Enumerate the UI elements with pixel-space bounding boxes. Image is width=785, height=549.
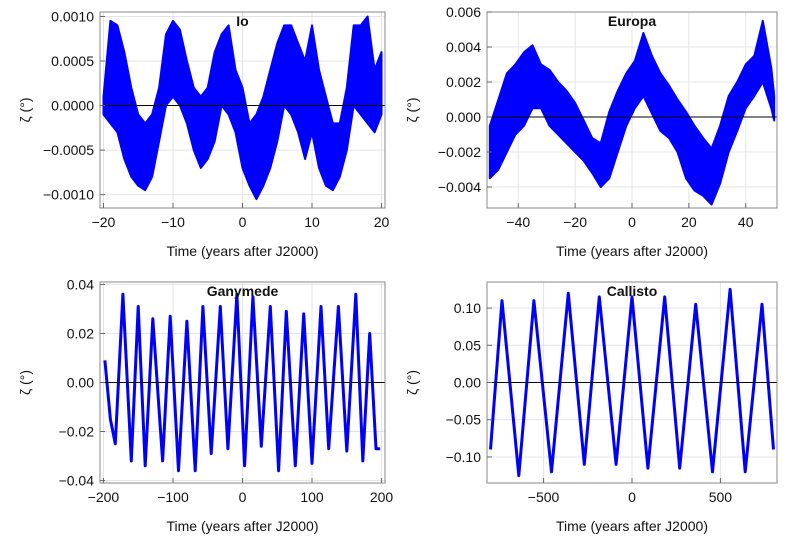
ganymede-xlabel: Time (years after J2000) <box>167 518 319 534</box>
ganymede-xtick-label-0: −200 <box>88 489 120 505</box>
europa-xtick-label-4: 40 <box>738 214 754 230</box>
ganymede-xtick-label-3: 100 <box>300 489 324 505</box>
callisto-ylabel: ζ (°) <box>404 370 420 395</box>
europa-xtick-label-0: −40 <box>506 214 530 230</box>
io-series-band <box>102 15 383 201</box>
callisto-title: Callisto <box>607 283 658 299</box>
io-ytick-label-3: 0.0005 <box>51 53 94 69</box>
europa-ytick-label-1: −0.002 <box>438 144 481 160</box>
ganymede-ytick-label-2: 0.00 <box>67 375 94 391</box>
callisto-xtick-label-2: 500 <box>709 489 733 505</box>
io-ytick-label-0: −0.0010 <box>43 187 94 203</box>
ganymede-series-line <box>103 292 381 473</box>
europa-title: Europa <box>608 13 656 29</box>
io-panel: −20 −10 0 10 20 −0.0010 −0.0005 0.0000 0.0005 0.0… <box>17 8 390 259</box>
io-title: Io <box>236 13 248 29</box>
callisto-xtick-label-0: −500 <box>528 489 560 505</box>
callisto-ytick-label-0: −0.10 <box>446 449 482 465</box>
ganymede-xtick-label-2: 0 <box>239 489 247 505</box>
europa-panel: −40 −20 0 20 40 −0.004 −0.002 0.000 0.002 0.004 0.… <box>404 4 778 259</box>
callisto-xtick-label-1: 0 <box>628 489 636 505</box>
callisto-panel: −500 0 500 −0.10 −0.05 0.00 0.05 0.10 CallistoTi… <box>404 281 778 534</box>
ganymede-ytick-label-3: 0.02 <box>67 325 94 341</box>
europa-ytick-label-2: 0.000 <box>446 109 481 125</box>
io-xlabel: Time (years after J2000) <box>167 243 319 259</box>
io-ytick-label-4: 0.0010 <box>51 8 94 24</box>
europa-ytick-label-3: 0.002 <box>446 74 481 90</box>
callisto-ytick-label-1: −0.05 <box>446 412 482 428</box>
ganymede-ytick-label-1: −0.02 <box>59 424 95 440</box>
europa-xtick-label-1: −20 <box>563 214 587 230</box>
callisto-xlabel: Time (years after J2000) <box>556 518 708 534</box>
europa-xtick-label-2: 0 <box>628 214 636 230</box>
ganymede-xtick-label-1: −100 <box>157 489 189 505</box>
ganymede-ytick-label-4: 0.04 <box>67 276 94 292</box>
europa-series-band <box>488 19 776 206</box>
io-xtick-label-2: 0 <box>239 214 247 230</box>
europa-ytick-label-5: 0.006 <box>446 4 481 20</box>
europa-xlabel: Time (years after J2000) <box>556 243 708 259</box>
callisto-series-line <box>489 287 775 478</box>
callisto-ytick-label-2: 0.00 <box>454 375 481 391</box>
ganymede-ytick-label-0: −0.04 <box>59 473 95 489</box>
io-xtick-label-3: 10 <box>304 214 320 230</box>
io-xtick-label-1: −10 <box>161 214 185 230</box>
io-xtick-label-0: −20 <box>92 214 116 230</box>
europa-ylabel: ζ (°) <box>404 98 420 123</box>
io-ylabel: ζ (°) <box>17 98 33 123</box>
ganymede-title: Ganymede <box>207 283 279 299</box>
io-ytick-label-2: 0.0000 <box>51 98 94 114</box>
ganymede-panel: −200 −100 0 100 200 −0.04 −0.02 0.00 0.02 0.04 Gan… <box>17 276 393 534</box>
ganymede-xtick-label-4: 200 <box>370 489 394 505</box>
io-xtick-label-4: 20 <box>374 214 390 230</box>
europa-ytick-label-0: −0.004 <box>438 179 481 195</box>
europa-xtick-label-3: 20 <box>681 214 697 230</box>
ganymede-ylabel: ζ (°) <box>17 370 33 395</box>
callisto-ytick-label-3: 0.05 <box>454 337 481 353</box>
europa-ytick-label-4: 0.004 <box>446 39 481 55</box>
callisto-ytick-label-4: 0.10 <box>454 300 481 316</box>
io-ytick-label-1: −0.0005 <box>43 142 94 158</box>
